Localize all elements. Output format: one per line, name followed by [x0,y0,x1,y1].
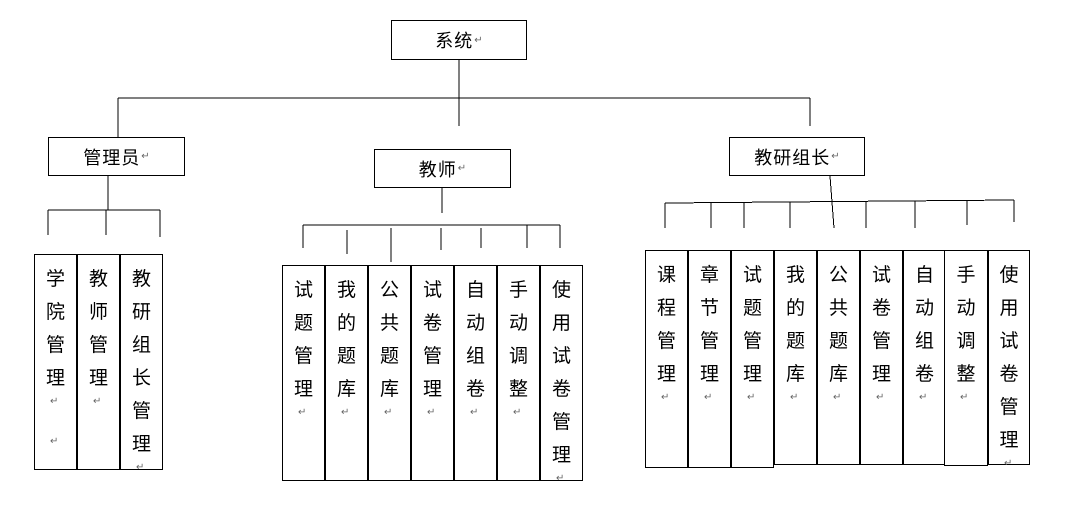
leaf-label: 试卷管理 [422,279,442,400]
leaf-node: 试卷管理 ↵ [860,250,903,465]
root-label: 系统 [435,31,474,52]
leaf-node: 公共题库 ↵ [368,265,411,481]
leaf-label: 手动调整 [956,264,976,385]
paragraph-mark-icon: ↵ [513,407,522,418]
leaf-node: 使用试卷管理 ↵ [988,250,1030,469]
paragraph-mark-icon: ↵ [1004,458,1013,469]
paragraph-mark-icon: ↵ [661,392,670,403]
leaf-label: 教研组长管理 [131,268,151,455]
paragraph-mark-icon: ↵ [470,407,479,418]
leaf-label: 章节管理 [699,264,719,385]
paragraph-mark-icon: ↵ [747,392,756,403]
leaf-label: 我的题库 [785,264,805,385]
leaf-node: 自动组卷 ↵ [903,250,946,465]
paragraph-mark-icon: ↵ [50,396,59,407]
leaf-label: 自动组卷 [465,279,485,400]
paragraph-mark-icon: ↵ [457,163,467,174]
leaf-node: 我的题库 ↵ [325,265,368,481]
leaf-node: 教研组长管理 ↵ [120,254,163,473]
paragraph-mark-icon: ↵ [831,151,840,162]
leaf-node: 我的题库 ↵ [774,250,817,465]
leaf-label: 自动组卷 [914,264,934,385]
leaf-node: 试题管理 ↵ [731,250,774,468]
leaf-node: 课程管理 ↵ [645,250,688,468]
leaf-node: 手动调整 ↵ [944,250,988,466]
leaf-node: 章节管理 ↵ [688,250,731,468]
leaf-label: 使用试卷管理 [999,264,1019,451]
paragraph-mark-icon: ↵ [50,436,59,447]
leaf-label: 手动调整 [508,279,528,400]
group-label: 管理员 [83,147,141,169]
group-label: 教师 [418,159,457,181]
leaf-label: 公共题库 [379,279,399,400]
paragraph-mark-icon: ↵ [384,407,393,418]
leaf-node: 手动调整 ↵ [497,265,540,481]
leaf-node: 教师管理 ↵ [77,254,120,470]
paragraph-mark-icon: ↵ [427,407,436,418]
leaf-label: 课程管理 [656,264,676,385]
paragraph-mark-icon: ↵ [960,392,969,403]
paragraph-mark-icon: ↵ [341,407,350,418]
paragraph-mark-icon: ↵ [790,392,799,403]
paragraph-mark-icon: ↵ [919,392,928,403]
paragraph-mark-icon: ↵ [556,473,565,484]
leaf-label: 教师管理 [88,268,108,389]
leaf-label: 公共题库 [828,264,848,385]
paragraph-mark-icon: ↵ [474,34,483,46]
paragraph-mark-icon: ↵ [136,462,145,473]
leaf-label: 试题管理 [742,264,762,385]
paragraph-mark-icon: ↵ [833,392,842,403]
connector [664,199,1015,204]
leaf-node: 试题管理 ↵ [282,265,325,481]
paragraph-mark-icon: ↵ [876,392,885,403]
paragraph-mark-icon: ↵ [93,396,102,407]
group-label: 教研组长 [754,147,831,169]
leaf-label: 使用试卷管理 [551,279,571,466]
leaf-label: 试卷管理 [871,264,891,385]
paragraph-mark-icon: ↵ [704,392,713,403]
paragraph-mark-icon: ↵ [141,151,150,162]
leaf-node: 公共题库 ↵ [817,250,860,465]
group-node-head: 教研组长 ↵ [729,137,865,176]
leaf-node: 自动组卷 ↵ [454,265,497,481]
leaf-node: 使用试卷管理 ↵ [540,265,583,484]
leaf-label: 我的题库 [336,279,356,400]
paragraph-mark-icon: ↵ [298,407,307,418]
root-node: 系统 ↵ [391,20,527,60]
group-node-teacher: 教师 ↵ [374,149,511,188]
leaf-label: 试题管理 [293,279,313,400]
group-node-admin: 管理员 ↵ [48,137,185,176]
leaf-node: 试卷管理 ↵ [411,265,454,481]
leaf-node: 学院管理 ↵ ↵ [34,254,77,470]
leaf-label: 学院管理 [45,268,65,389]
